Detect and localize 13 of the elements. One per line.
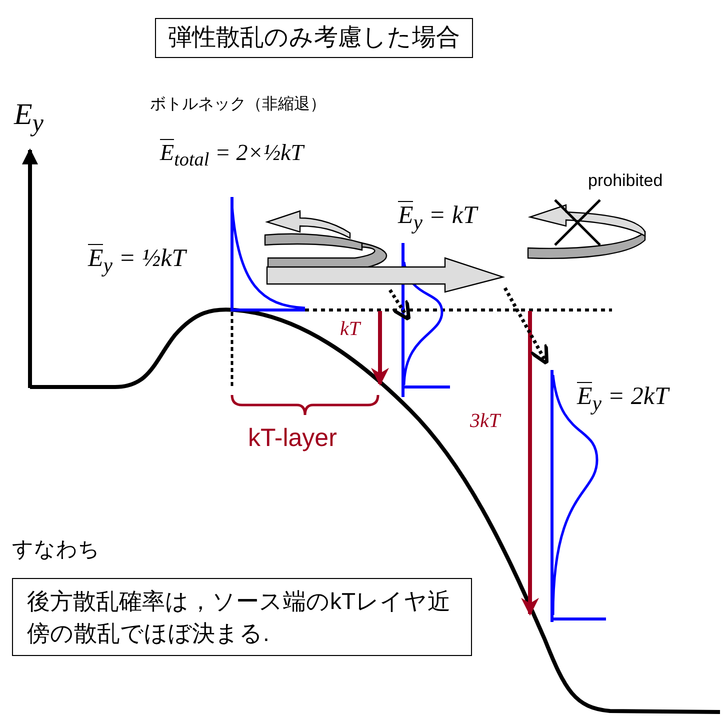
energy-label: kT <box>340 318 360 340</box>
conclusion-box: 後方散乱確率は，ソース端のkTレイヤ近傍の散乱でほぼ決まる. <box>12 578 472 656</box>
note-text: ボトルネック（非縮退） <box>150 96 326 114</box>
formula-label: E$_{y}$ = ½kT <box>88 245 186 277</box>
energy-label: 3kT <box>470 410 500 432</box>
note-text: すなわち <box>12 538 100 562</box>
title-box: 弾性散乱のみ考慮した場合 <box>155 18 473 58</box>
formula-label: E$_{total}$ = 2×½kT <box>160 140 304 171</box>
note-text: prohibited <box>588 172 663 191</box>
region-label: kT-layer <box>248 425 337 452</box>
formula-label: E$_{y}$ = kT <box>398 202 477 234</box>
axis-label: E$_{y}$ <box>14 98 44 138</box>
formula-label: E$_{y}$ = 2kT <box>577 383 668 415</box>
